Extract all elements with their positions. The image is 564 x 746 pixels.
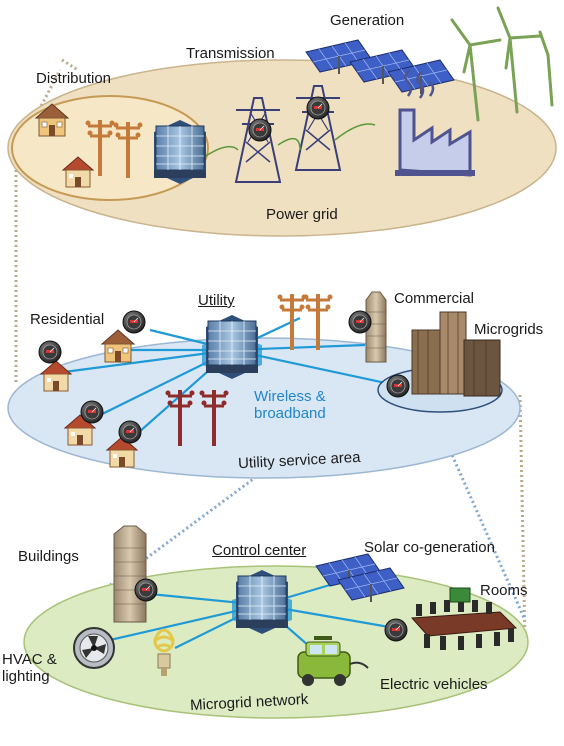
commercial-building-icon <box>365 291 387 363</box>
transmission-label: Transmission <box>186 45 275 62</box>
rooms-label: Rooms <box>480 582 528 599</box>
utility-building-icon <box>205 314 259 380</box>
meter-icon <box>348 310 372 334</box>
meter-icon <box>306 96 330 120</box>
house-icon <box>101 329 135 363</box>
tall-building-icon <box>113 525 147 623</box>
utility-label: Utility <box>198 292 235 309</box>
microgrids-label: Microgrids <box>474 321 544 338</box>
residential-label: Residential <box>30 311 105 328</box>
distribution-label: Distribution <box>36 70 112 87</box>
factory-icon <box>395 69 475 177</box>
electric-vehicles-label: Electric vehicles <box>380 676 488 693</box>
wind-turbine-icon <box>450 6 554 122</box>
microgrid-buildings-icon <box>411 311 501 397</box>
meter-icon <box>386 374 410 398</box>
meter-icon <box>134 578 158 602</box>
fan-icon <box>73 627 115 669</box>
wireless-broadband-label: Wireless & broadband <box>254 388 326 422</box>
meter-icon <box>248 118 272 142</box>
utility-service-ellipse <box>7 337 521 479</box>
light-bulb-icon <box>153 628 175 676</box>
electric-car-icon <box>297 636 369 686</box>
meter-icon <box>118 420 142 444</box>
conference-room-icon <box>410 587 518 650</box>
power-grid-label: Power grid <box>266 206 338 223</box>
generation-label: Generation <box>330 12 405 29</box>
commercial-label: Commercial <box>394 290 475 307</box>
buildings-label: Buildings <box>18 548 79 565</box>
hvac-lighting-label: HVAC & lighting <box>2 651 57 685</box>
control-center-label: Control center <box>212 542 307 559</box>
meter-icon <box>384 618 408 642</box>
meter-icon <box>122 310 146 334</box>
solar-cogeneration-label: Solar co-generation <box>364 539 495 556</box>
meter-icon <box>38 340 62 364</box>
meter-icon <box>80 400 104 424</box>
microgrid-network-ellipse <box>23 565 529 719</box>
control-center-icon <box>235 569 289 635</box>
office-building-icon <box>153 119 207 185</box>
